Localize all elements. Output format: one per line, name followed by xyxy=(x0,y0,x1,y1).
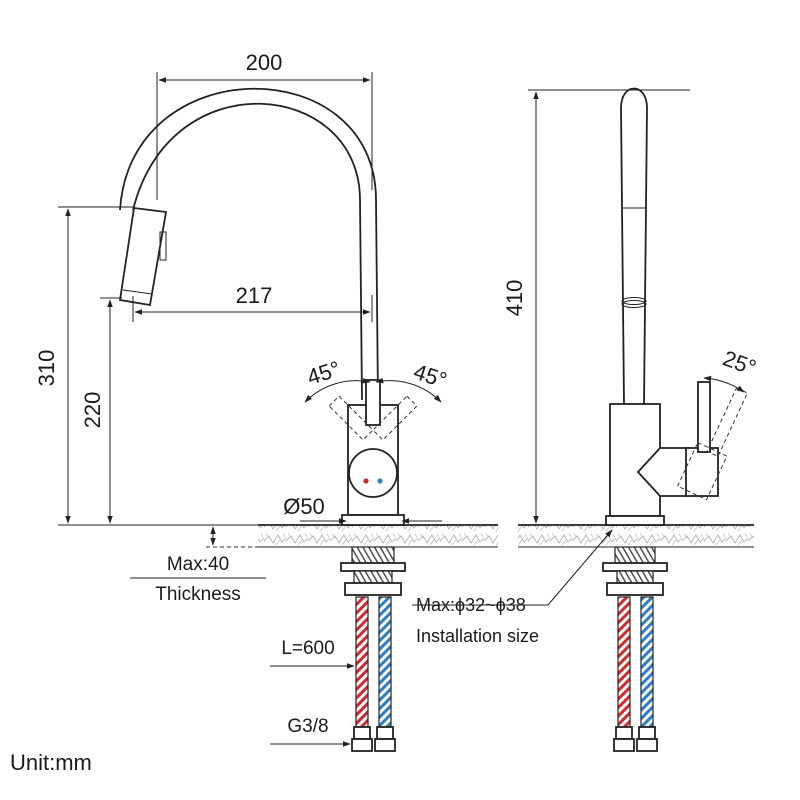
handle-lever xyxy=(365,379,381,426)
washer xyxy=(340,562,406,572)
note-max-thickness-value: Max:40 xyxy=(167,554,229,575)
note-connector: G3/8 xyxy=(287,716,328,737)
base-ring xyxy=(341,514,405,526)
handle-base-side xyxy=(636,447,689,497)
handle-lever-side xyxy=(697,381,711,453)
angle-handle-side: 25° xyxy=(720,346,760,381)
dim-base-diameter: Ø50 xyxy=(283,494,325,519)
dim-spout-reach-bottom: 217 xyxy=(236,283,273,308)
angle-handle-left: 45° xyxy=(304,356,343,390)
cold-hose-side xyxy=(640,596,654,728)
cold-indicator-dot xyxy=(377,478,383,484)
hot-hose-side xyxy=(617,596,631,728)
dim-spout-reach-top: 200 xyxy=(246,50,283,75)
hot-hose xyxy=(355,596,369,728)
faucet-side-view xyxy=(602,87,749,752)
dimension-lines xyxy=(58,72,745,747)
countertop-left xyxy=(258,524,498,548)
pull-down-spray-head xyxy=(118,206,168,307)
mounting-nut xyxy=(344,582,402,596)
angle-handle-right: 45° xyxy=(411,359,450,393)
handle-position-dashed-side xyxy=(676,387,749,501)
cartridge-disc xyxy=(348,448,398,498)
note-unit: Unit:mm xyxy=(10,750,92,775)
hose-fitting-cold xyxy=(376,726,394,740)
countertop-right xyxy=(518,524,754,548)
dim-total-height-left: 310 xyxy=(34,350,59,387)
hose-fitting-hot xyxy=(353,726,371,740)
dim-spout-height: 220 xyxy=(80,392,105,429)
note-thickness-label: Thickness xyxy=(155,584,241,605)
note-installation-label: Installation size xyxy=(416,626,539,646)
base-ring-side xyxy=(605,515,665,526)
dim-total-height-side: 410 xyxy=(502,280,527,317)
cold-hose xyxy=(378,596,392,728)
hot-indicator-dot xyxy=(363,478,369,484)
faucet-front-view xyxy=(118,87,418,752)
note-hose-length: L=600 xyxy=(281,638,334,659)
note-installation-value: Max:ϕ32~ϕ38 xyxy=(416,595,526,615)
